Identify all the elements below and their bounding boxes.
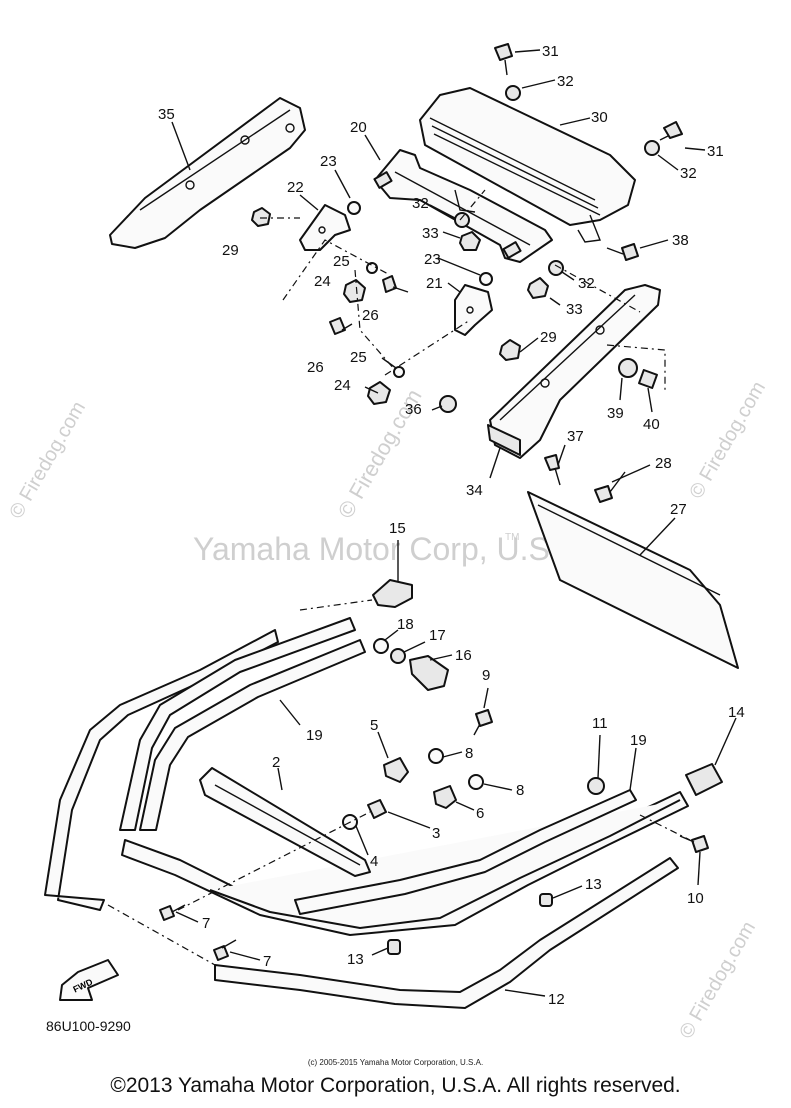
label-33-mid: 33 xyxy=(422,225,439,242)
part-20-crossbar xyxy=(373,149,553,263)
label-21: 21 xyxy=(426,275,443,292)
label-31-right: 31 xyxy=(707,143,724,160)
label-15: 15 xyxy=(389,520,406,537)
label-8-top: 8 xyxy=(465,745,473,762)
label-14: 14 xyxy=(728,704,745,721)
leader-lines xyxy=(171,49,737,997)
label-40: 40 xyxy=(643,416,660,433)
label-12: 12 xyxy=(548,991,565,1008)
label-20: 20 xyxy=(350,119,367,136)
label-2: 2 xyxy=(272,754,280,771)
watermark-main: Yamaha Motor Corp, U.S.A. xyxy=(193,531,589,567)
copyright-main: ©2013 Yamaha Motor Corporation, U.S.A. A… xyxy=(110,1074,681,1097)
label-32-right-mid: 32 xyxy=(578,275,595,292)
label-24-top: 24 xyxy=(314,273,331,290)
assembly-lines xyxy=(107,189,691,966)
part-22-bracket xyxy=(299,204,351,251)
part-27-panel xyxy=(527,491,739,669)
label-4: 4 xyxy=(370,853,378,870)
label-6: 6 xyxy=(476,805,484,822)
label-28: 28 xyxy=(655,455,672,472)
label-25-top: 25 xyxy=(333,253,350,270)
label-36: 36 xyxy=(405,401,422,418)
label-8-bottom: 8 xyxy=(516,782,524,799)
label-19-left: 19 xyxy=(306,727,323,744)
label-27: 27 xyxy=(670,501,687,518)
watermark-tm: TM xyxy=(505,532,519,543)
part-35-bracket xyxy=(109,97,306,249)
label-39: 39 xyxy=(607,405,624,422)
label-13-bottom: 13 xyxy=(347,951,364,968)
label-10: 10 xyxy=(687,890,704,907)
label-19-right: 19 xyxy=(630,732,647,749)
label-17: 17 xyxy=(429,627,446,644)
label-11: 11 xyxy=(592,715,608,732)
label-32-right: 32 xyxy=(680,165,697,182)
label-32-top: 32 xyxy=(557,73,574,90)
watermark-site-bottom-right: © Firedog.com xyxy=(675,918,760,1043)
label-29-left: 29 xyxy=(222,242,239,259)
part-34-grab-rail xyxy=(487,284,661,459)
label-18: 18 xyxy=(397,616,414,633)
watermark-site-left: © Firedog.com xyxy=(5,398,90,523)
fwd-arrow-icon: FWD xyxy=(59,959,119,1001)
label-7-top: 7 xyxy=(202,915,210,932)
label-26-top: 26 xyxy=(362,307,379,324)
label-16: 16 xyxy=(455,647,472,664)
part-15-clip xyxy=(372,579,413,608)
label-7-bottom: 7 xyxy=(263,953,271,970)
callout-labels: 31 32 30 35 20 23 22 29 31 32 25 24 26 3… xyxy=(158,43,745,1008)
label-26-bottom: 26 xyxy=(307,359,324,376)
fasteners xyxy=(159,43,723,961)
label-32-mid: 32 xyxy=(412,195,429,212)
watermark-site-right: © Firedog.com xyxy=(685,378,770,503)
label-13-right: 13 xyxy=(585,876,602,893)
label-38: 38 xyxy=(672,232,689,249)
label-33-right: 33 xyxy=(566,301,583,318)
label-22: 22 xyxy=(287,179,304,196)
label-25-bottom: 25 xyxy=(350,349,367,366)
label-37: 37 xyxy=(567,428,584,445)
label-30: 30 xyxy=(591,109,608,126)
label-5: 5 xyxy=(370,717,378,734)
copyright-small: (c) 2005-2015 Yamaha Motor Corporation, … xyxy=(307,1058,484,1067)
label-24-bottom: 24 xyxy=(334,377,351,394)
label-23-mid: 23 xyxy=(424,251,441,268)
frame-rails xyxy=(44,617,689,1009)
part-30-rear-cover xyxy=(419,87,636,243)
part-21-bracket xyxy=(454,284,493,336)
label-3: 3 xyxy=(432,825,440,842)
label-35: 35 xyxy=(158,106,175,123)
label-29-mid: 29 xyxy=(540,329,557,346)
label-31-top: 31 xyxy=(542,43,559,60)
part-code: 86U100-9290 xyxy=(46,1018,131,1034)
label-34: 34 xyxy=(466,482,483,499)
label-23-left: 23 xyxy=(320,153,337,170)
label-9: 9 xyxy=(482,667,490,684)
